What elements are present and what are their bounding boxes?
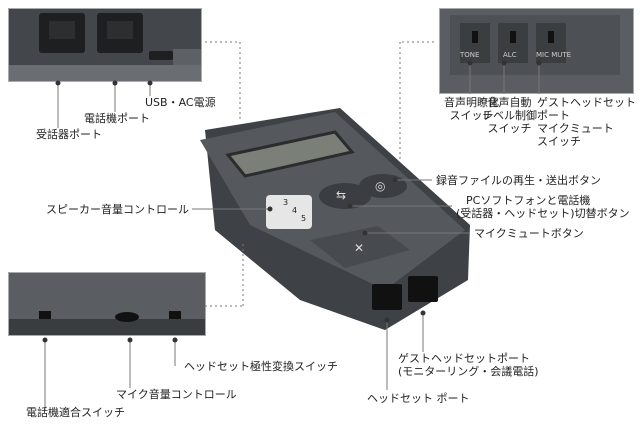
label-usb-ac: USB・AC電源 <box>145 96 216 109</box>
label-record-button: 録音ファイルの再生・送出ボタン <box>436 174 601 187</box>
label-phone-port: 電話機ポート <box>84 112 150 125</box>
label-guest-mute-switch: ゲストヘッドセット ポート マイクミュート スイッチ <box>537 96 636 148</box>
label-phone-compat-switch: 電話機適合スイッチ <box>26 406 125 419</box>
usb-jack <box>149 51 173 60</box>
phone-swap-icon: ⇆ <box>336 188 347 202</box>
rear-ports-illustration <box>9 9 201 81</box>
label-mic-volume: マイク音量コントロール <box>116 388 237 401</box>
mic-volume-slot <box>115 312 139 322</box>
inset-bottom-edge <box>8 272 206 336</box>
guest-headset-port <box>408 276 438 302</box>
cassette-icon: ◎ <box>375 179 386 193</box>
label-headset-port: ヘッドセット ポート <box>367 392 470 405</box>
polarity-switch-slot <box>169 311 181 319</box>
inset-switches: TONE ALC MIC MUTE <box>439 8 634 94</box>
dial-digit-4: 4 <box>292 206 298 215</box>
device-top <box>200 112 465 290</box>
label-clarity-switch: 音声明瞭化 スイッチ <box>444 96 499 122</box>
label-auto-level-switch: 音声自動 レベル制御 スイッチ <box>482 96 537 135</box>
switch-label-tone: TONE <box>460 51 480 59</box>
switch-panel-illustration <box>450 15 620 75</box>
label-polarity-switch: ヘッドセット極性変換スイッチ <box>184 360 338 373</box>
label-softphone-button: PCソフトフォンと電話機 (受話器・ヘッドセット)切替ボタン <box>456 194 630 220</box>
switch-label-mic-mute: MIC MUTE <box>536 51 572 59</box>
dial-digit-5: 5 <box>301 214 307 223</box>
label-guest-port: ゲストヘッドセットポート (モニターリング・会議電話) <box>398 352 539 378</box>
switch-label-alc: ALC <box>503 51 517 59</box>
mic-mute-icon: ✕ <box>354 241 365 255</box>
phone-compat-switch-slot <box>39 311 51 319</box>
label-mic-mute-button: マイクミュートボタン <box>474 227 584 240</box>
inset-rear-ports <box>8 8 202 82</box>
dial-digit-3: 3 <box>283 198 289 207</box>
bottom-edge-illustration <box>9 273 205 335</box>
lcd-display <box>225 130 355 178</box>
label-speaker-volume: スピーカー音量コントロール <box>46 203 189 216</box>
headset-port <box>372 284 402 310</box>
label-handset-port: 受話器ポート <box>36 128 102 141</box>
device-body <box>205 108 470 330</box>
